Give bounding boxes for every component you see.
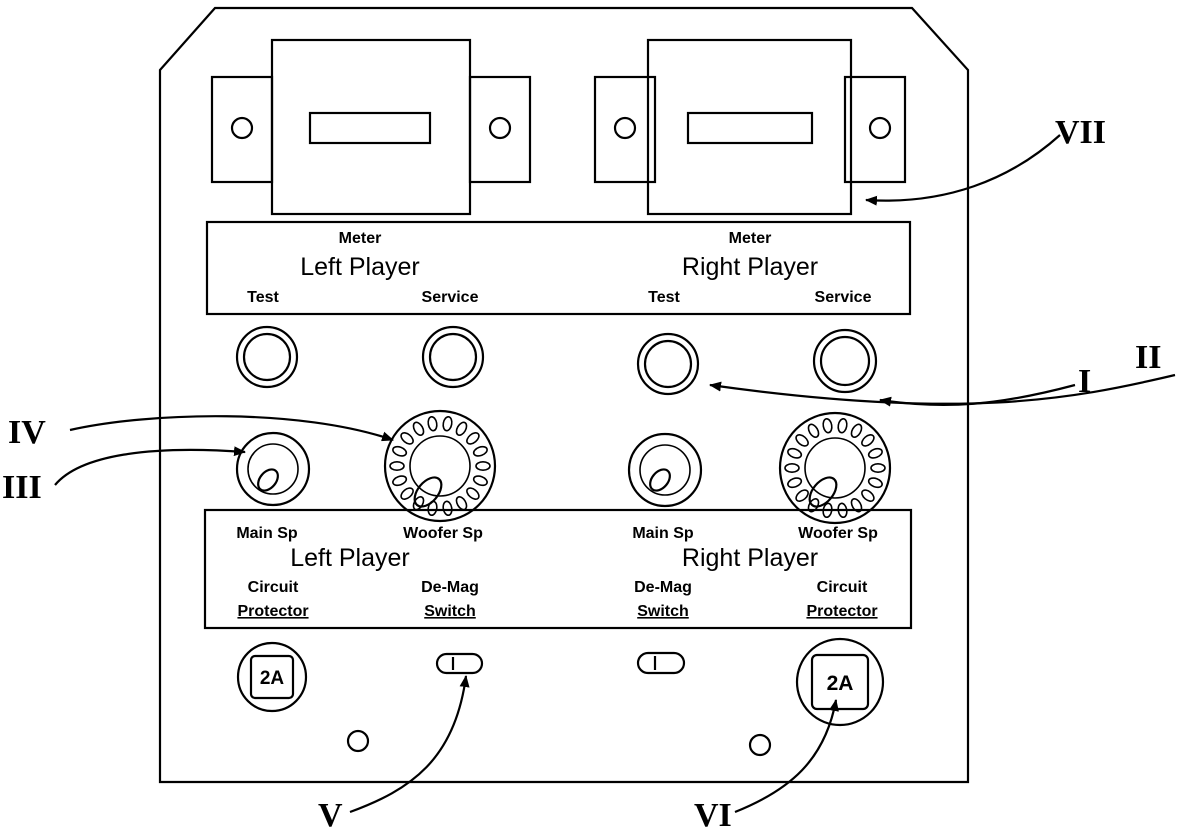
left-demag-label: De-Mag: [421, 579, 479, 596]
panel-outline: [158, 6, 970, 784]
left-test-button[interactable]: [235, 325, 299, 389]
left-mounting-hole: [346, 729, 370, 753]
woofer-detent-slot: [427, 415, 438, 432]
woofer-detent-slot: [795, 434, 809, 447]
leader-iv: [69, 415, 394, 442]
left-circuit-label: Circuit: [248, 579, 299, 596]
right-circuit-protector[interactable]: 2A: [795, 637, 885, 727]
lower-label-panel: [203, 508, 913, 630]
left-player-label-bottom: Left Player: [290, 544, 410, 572]
leader-v: [349, 675, 470, 814]
woofer-detent-slot: [822, 417, 833, 434]
callout-iv: IV: [8, 414, 46, 451]
left-demag-switch[interactable]: [435, 652, 484, 675]
right-switch-label: Switch: [637, 603, 689, 620]
right-service-button[interactable]: [812, 328, 878, 394]
woofer-detent-slot: [795, 489, 809, 502]
left-protector-label: Protector: [237, 603, 308, 620]
right-protector-label: Protector: [806, 603, 877, 620]
right-breaker-rating: 2A: [827, 672, 854, 695]
right-test-label: Test: [648, 289, 680, 306]
callout-ii: II: [1135, 339, 1161, 376]
right-woofer-sp-label: Woofer Sp: [798, 525, 878, 542]
callout-vii: VII: [1055, 114, 1106, 151]
woofer-detent-slot: [870, 462, 886, 473]
woofer-detent-slot: [850, 423, 863, 439]
woofer-detent-slot: [392, 475, 408, 487]
left-test-label: Test: [247, 289, 279, 306]
right-meter: [593, 38, 907, 216]
right-circuit-label: Circuit: [817, 579, 868, 596]
right-demag-label: De-Mag: [634, 579, 692, 596]
woofer-detent-slot: [861, 489, 875, 502]
right-service-label: Service: [815, 289, 872, 306]
woofer-detent-slot: [472, 445, 488, 457]
woofer-detent-slot: [466, 487, 480, 500]
right-demag-switch[interactable]: [636, 651, 686, 675]
right-woofer-sp-knob[interactable]: [778, 411, 892, 525]
woofer-detent-slot: [389, 461, 405, 472]
leader-ii: [709, 373, 1176, 405]
left-circuit-protector[interactable]: 2A: [236, 641, 308, 713]
woofer-detent-slot: [867, 477, 883, 489]
woofer-detent-slot: [787, 447, 803, 459]
leader-vi: [734, 699, 839, 814]
left-breaker-rating: 2A: [260, 668, 285, 689]
right-main-sp-label: Main Sp: [632, 525, 694, 542]
callout-i: I: [1078, 363, 1091, 400]
woofer-detent-slot: [850, 497, 863, 513]
right-test-button[interactable]: [636, 332, 700, 396]
woofer-detent-slot: [867, 447, 883, 459]
leader-iii: [54, 446, 246, 486]
right-player-label-bottom: Right Player: [682, 544, 818, 572]
callout-v: V: [318, 797, 343, 831]
left-woofer-sp-label: Woofer Sp: [403, 525, 483, 542]
right-mounting-hole: [748, 733, 772, 757]
woofer-detent-slot: [861, 434, 875, 447]
left-meter: [210, 38, 532, 216]
woofer-detent-slot: [837, 417, 848, 434]
woofer-detent-slot: [472, 475, 488, 487]
right-meter-label: Meter: [729, 230, 772, 247]
woofer-detent-slot: [475, 460, 491, 471]
left-player-label-top: Left Player: [300, 253, 420, 281]
upper-label-panel: [205, 220, 912, 316]
woofer-detent-slot: [400, 487, 414, 500]
left-main-sp-label: Main Sp: [236, 525, 298, 542]
left-meter-label: Meter: [339, 230, 382, 247]
left-woofer-sp-knob[interactable]: [383, 409, 497, 523]
woofer-detent-slot: [442, 415, 453, 432]
callout-vi: VI: [694, 797, 732, 831]
woofer-detent-slot: [455, 421, 468, 437]
leader-vii: [865, 134, 1061, 206]
woofer-detent-slot: [392, 445, 408, 457]
left-service-label: Service: [422, 289, 479, 306]
woofer-detent-slot: [442, 500, 453, 517]
woofer-detent-slot: [787, 477, 803, 489]
right-main-sp-knob[interactable]: [627, 432, 703, 508]
left-main-sp-knob[interactable]: [235, 431, 311, 507]
woofer-detent-slot: [400, 432, 414, 445]
woofer-detent-slot: [412, 421, 425, 437]
right-player-label-top: Right Player: [682, 253, 818, 281]
woofer-detent-slot: [807, 423, 820, 439]
woofer-detent-slot: [466, 432, 480, 445]
left-service-button[interactable]: [421, 325, 485, 389]
leader-i: [879, 383, 1076, 407]
woofer-detent-slot: [784, 463, 800, 474]
left-switch-label: Switch: [424, 603, 476, 620]
callout-iii: III: [2, 469, 42, 506]
